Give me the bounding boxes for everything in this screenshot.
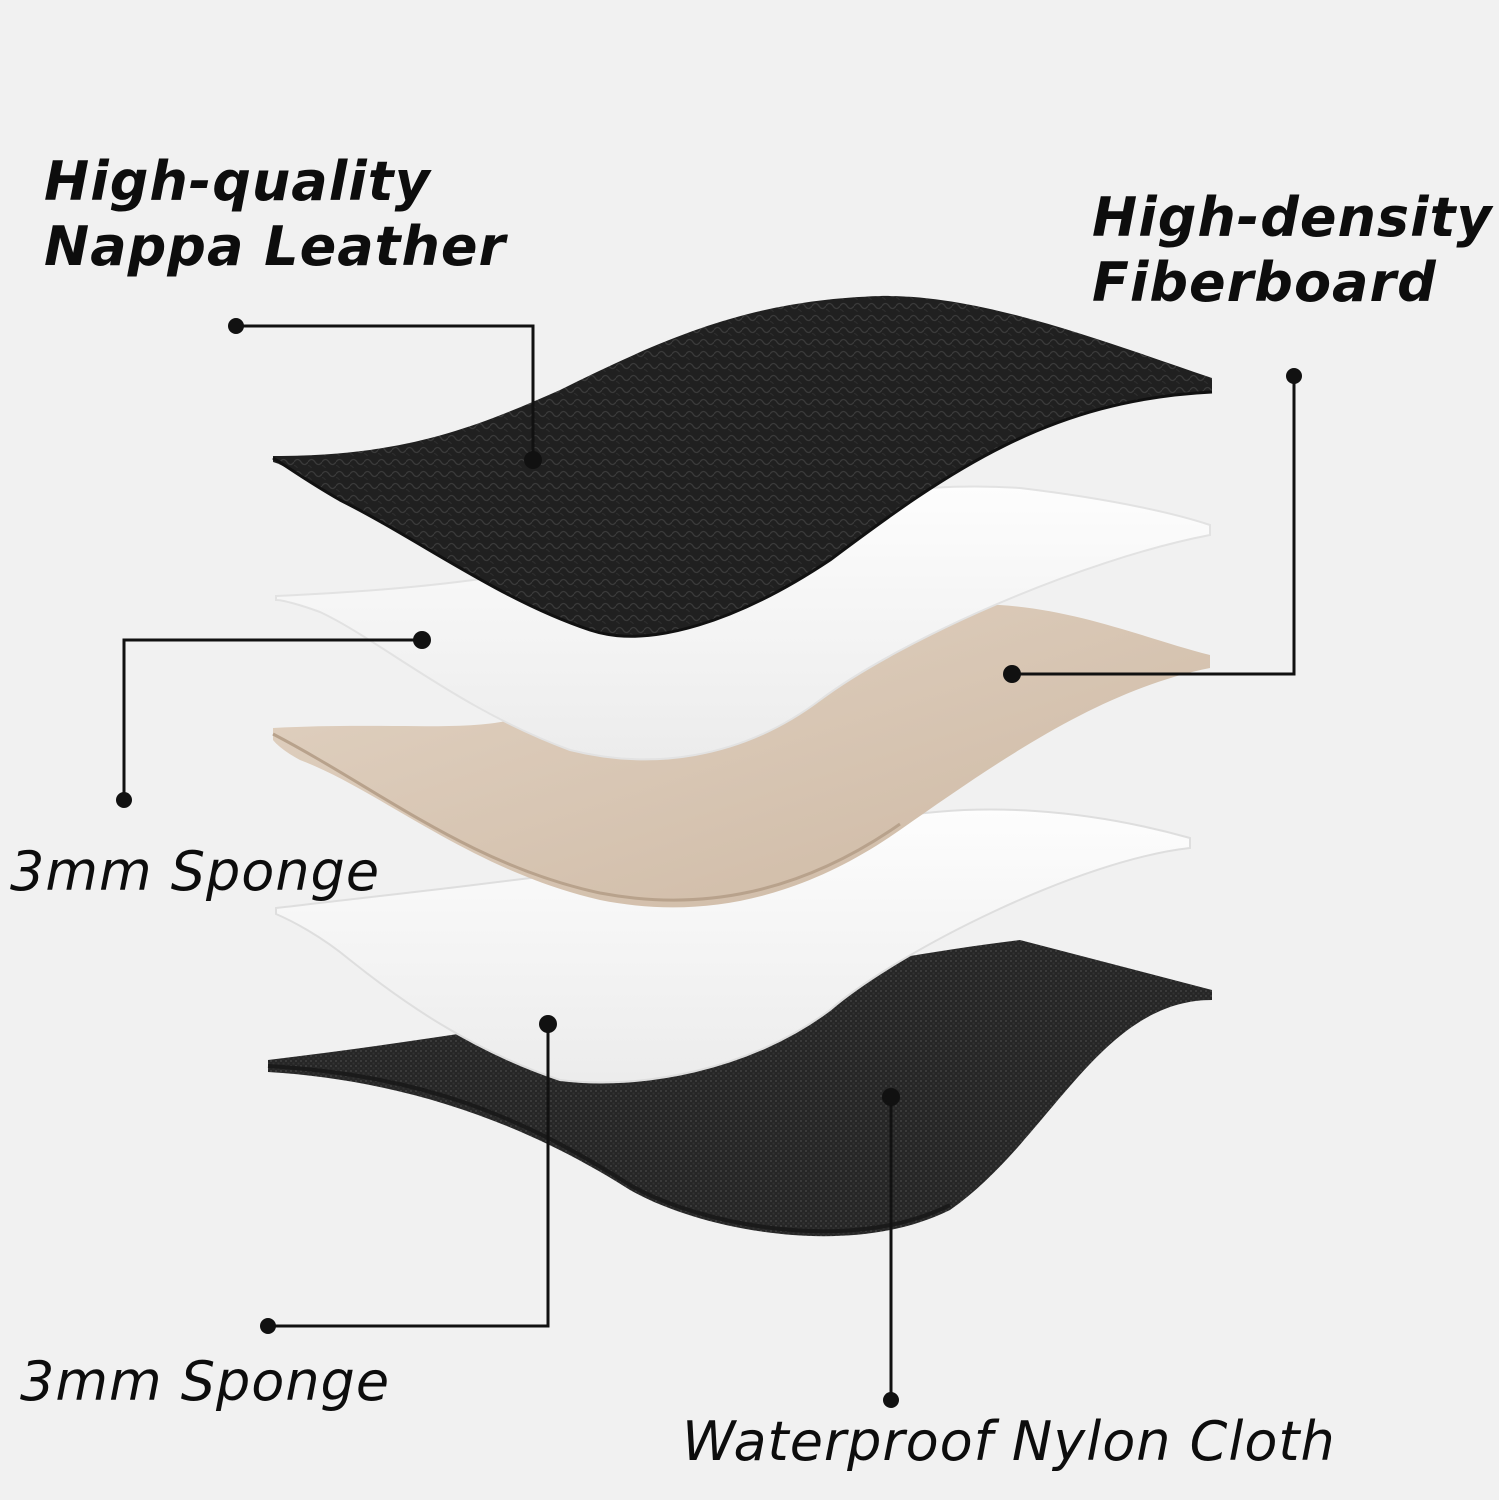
dot-nylon-start xyxy=(882,1088,900,1106)
leader-sponge2 xyxy=(268,1024,550,1328)
dot-sponge2-start xyxy=(539,1015,557,1033)
dot-fiber-start xyxy=(1286,368,1302,384)
label-sponge-top: 3mm Sponge xyxy=(10,840,380,905)
label-sponge-top-line: 3mm Sponge xyxy=(10,840,381,903)
leader-nappa xyxy=(236,324,535,460)
fiberboard-layer xyxy=(272,604,1210,908)
label-sponge-bottom: 3mm Sponge xyxy=(20,1350,390,1415)
leader-lines xyxy=(122,324,1296,1400)
dot-nappa-start xyxy=(228,318,244,334)
dot-nappa-end xyxy=(524,451,542,469)
leader-dots xyxy=(116,318,1302,1408)
leather-layer xyxy=(272,295,1213,638)
label-nappa-line-2: Nappa Leather xyxy=(44,214,507,278)
label-fiber-line-2: Fiberboard xyxy=(1092,250,1437,314)
dot-sponge1-start xyxy=(413,631,431,649)
label-fiber-line-1: High-density xyxy=(1092,186,1493,249)
dot-sponge2-end xyxy=(260,1318,276,1334)
label-fiberboard: High-density Fiberboard xyxy=(1092,186,1493,316)
label-sponge-bottom-line: 3mm Sponge xyxy=(20,1350,391,1413)
label-nappa-leather: High-quality Nappa Leather xyxy=(44,150,506,280)
dot-nylon-end xyxy=(883,1392,899,1408)
leader-sponge1 xyxy=(122,638,422,800)
nylon-layer xyxy=(267,940,1212,1237)
dot-fiber-end xyxy=(1003,665,1021,683)
leader-fiber xyxy=(1012,376,1296,676)
dot-sponge1-end xyxy=(116,792,132,808)
label-nylon-line: Waterproof Nylon Cloth xyxy=(682,1410,1336,1473)
label-nylon-cloth: Waterproof Nylon Cloth xyxy=(682,1410,1336,1475)
label-nappa-line-1: High-quality xyxy=(44,150,431,213)
